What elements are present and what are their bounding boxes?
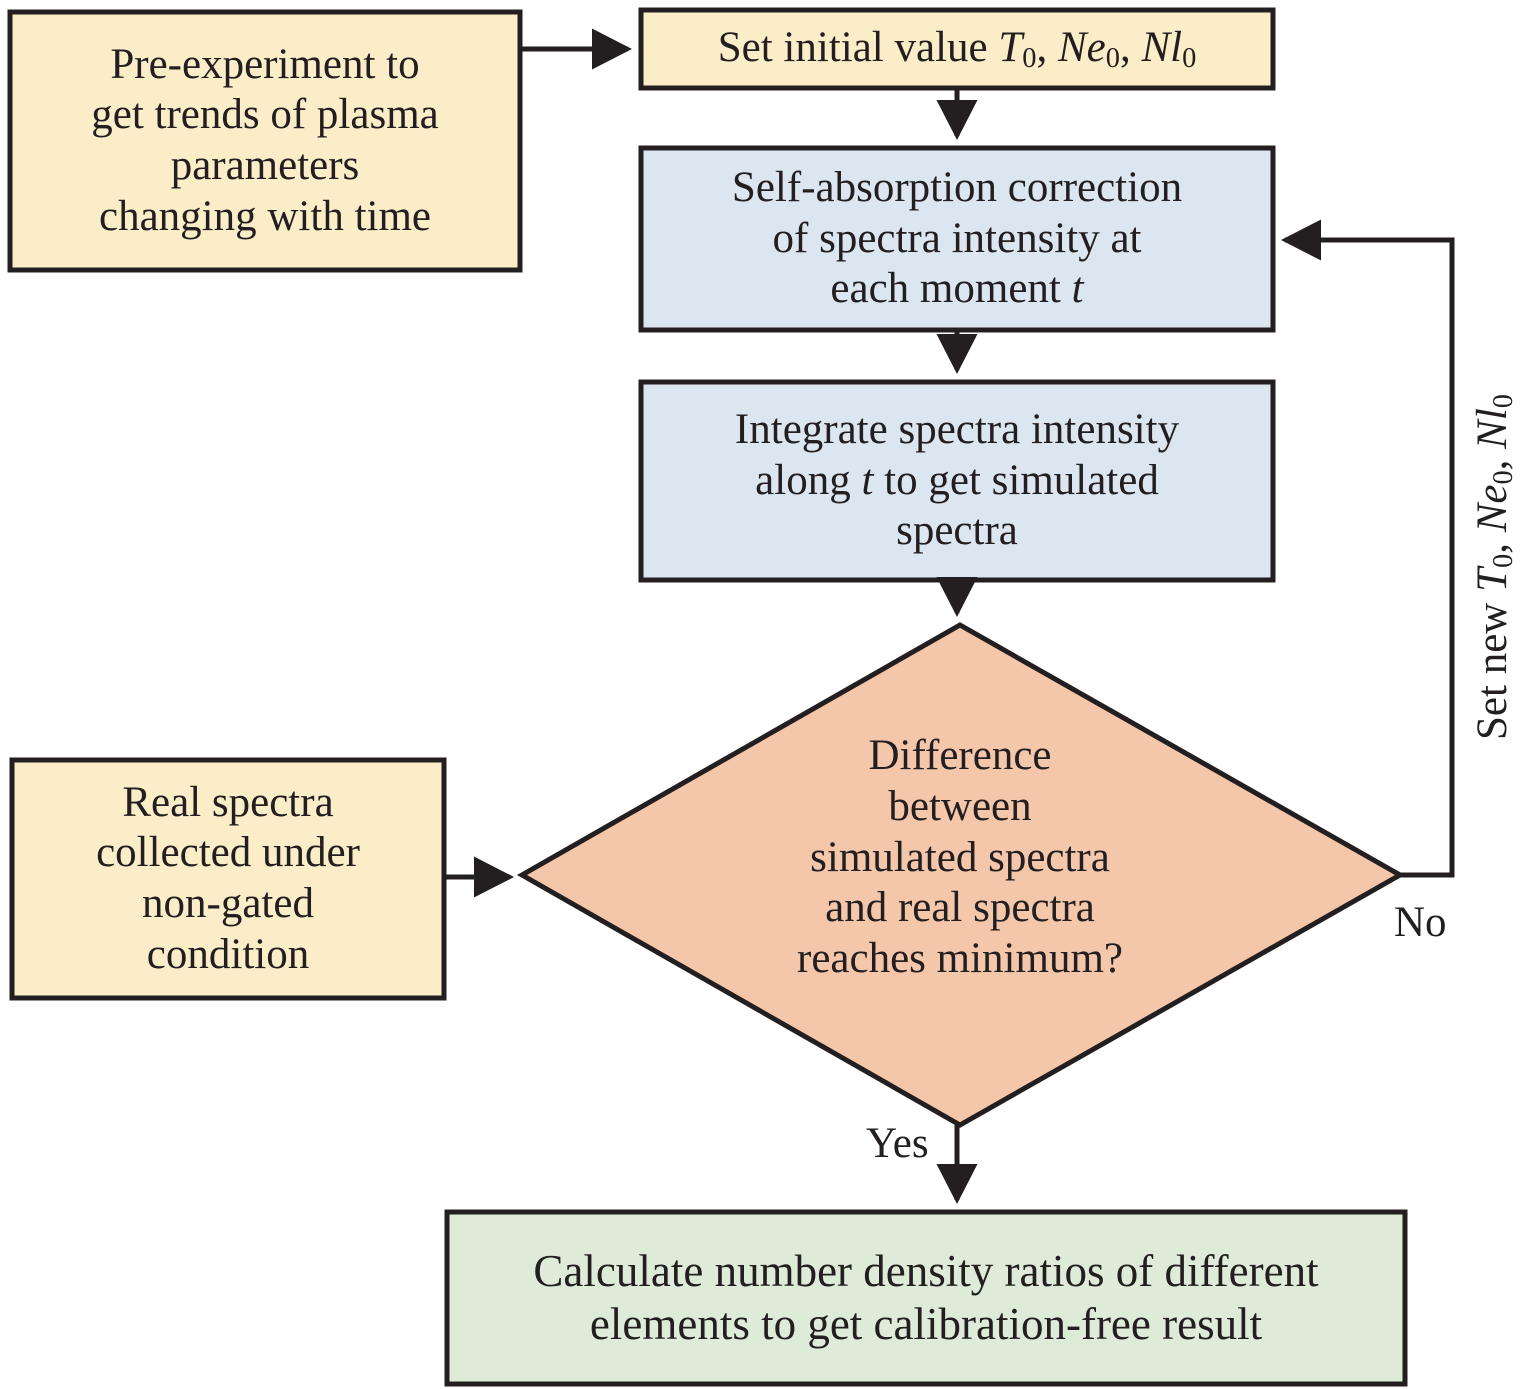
node-real-spectra[interactable]	[9, 757, 447, 1001]
edge-label-set-new-values: Set new T0, Ne0, Nl0	[1469, 394, 1520, 740]
var-T: T	[1469, 567, 1516, 592]
var-Nl: Nl	[1469, 408, 1516, 449]
node-calculate-result[interactable]	[444, 1209, 1408, 1387]
node-set-initial-value[interactable]	[638, 7, 1276, 91]
node-decision-difference[interactable]	[516, 622, 1406, 1128]
edge-decision-no-to-self-absorption	[1280, 219, 1455, 878]
node-integrate-spectra[interactable]	[638, 379, 1276, 583]
edge-label-yes: Yes	[866, 1120, 929, 1167]
node-self-absorption-correction[interactable]	[638, 145, 1276, 333]
edge-label-no: No	[1394, 899, 1447, 946]
node-pre-experiment[interactable]	[7, 9, 523, 273]
var-Ne: Ne	[1469, 484, 1516, 533]
